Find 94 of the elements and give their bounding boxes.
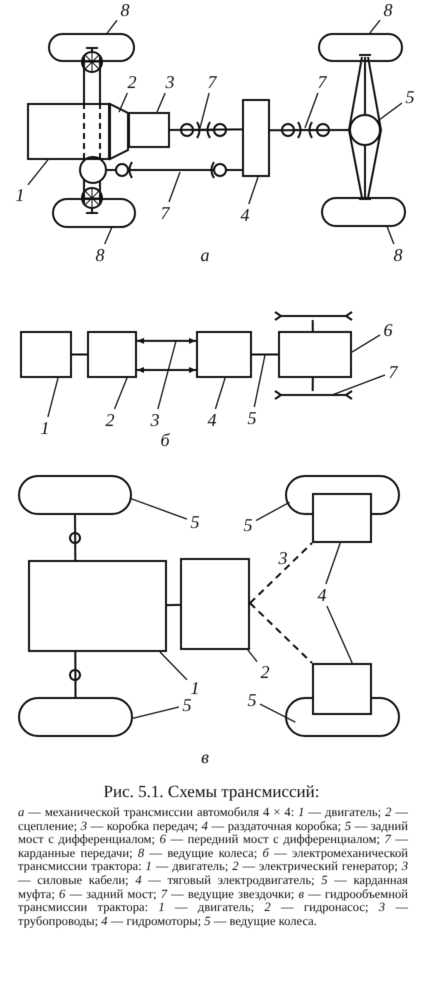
leader-line [106, 20, 118, 34]
callout-number: 7 [314, 72, 330, 92]
callout-number: 8 [117, 0, 133, 20]
connector-line [166, 604, 180, 606]
callout-number: 3 [278, 548, 288, 568]
double-arrow [137, 367, 196, 373]
connector-line [170, 128, 242, 131]
unit-box [20, 331, 72, 378]
sprocket-bar [275, 391, 352, 399]
leader-line [369, 20, 381, 34]
callout-number: 7 [385, 362, 401, 382]
connector-line [72, 354, 87, 356]
callout-number: 5 [187, 512, 203, 532]
differential-circle [349, 114, 381, 146]
unit-box [28, 560, 167, 652]
leader-line [168, 172, 181, 202]
leader-line [248, 176, 259, 204]
callout-number: 1 [37, 418, 53, 438]
wheel-outline [321, 197, 406, 227]
leader-line [129, 498, 188, 520]
unit-box [278, 331, 352, 378]
wheel-outline [48, 33, 135, 62]
leader-line [352, 334, 380, 353]
callout-number: 4 [204, 410, 220, 430]
leader-line [247, 650, 258, 662]
callout-number: 4 [314, 585, 330, 605]
callout-number: 5 [179, 695, 195, 715]
callout-number: 2 [102, 410, 118, 430]
leader-line [326, 606, 353, 664]
sprocket-bar [275, 312, 352, 320]
callout-number: 5 [244, 690, 260, 710]
leader-line [160, 652, 188, 680]
connector-line [249, 602, 313, 664]
leader-line [118, 92, 128, 112]
leader-line [199, 92, 210, 128]
wheel-outline [52, 198, 136, 228]
double-arrow [137, 338, 196, 344]
callout-number: 1 [12, 185, 28, 205]
figure-title: Рис. 5.1. Схемы трансмиссий: [102, 782, 320, 802]
leader-line [325, 542, 341, 584]
panel-letter: в [200, 747, 210, 767]
wheel-outline [318, 33, 403, 62]
leader-line [47, 378, 59, 418]
connector-line [270, 129, 349, 132]
callout-number: 8 [92, 245, 108, 265]
connector-line [312, 320, 314, 331]
unit-box [128, 112, 170, 148]
leader-line [157, 340, 177, 410]
connector-line [249, 542, 313, 604]
callout-number: 8 [390, 245, 406, 265]
leader-line [156, 92, 166, 112]
callout-number: 7 [204, 72, 220, 92]
callout-number: 1 [187, 678, 203, 698]
leader-line [377, 102, 402, 122]
leader-line [332, 374, 386, 396]
wheel-outline [285, 697, 400, 737]
leader-line [104, 228, 112, 244]
connector-line [252, 354, 278, 356]
callout-number: 3 [162, 72, 178, 92]
panel-letter: а [200, 245, 210, 265]
unit-box [196, 331, 252, 378]
callout-number: 8 [380, 0, 396, 20]
unit-box [180, 558, 250, 650]
leader-line [304, 92, 319, 128]
unit-box [242, 99, 270, 177]
callout-number: 2 [124, 72, 140, 92]
figure-caption: а — механической трансмиссии автомобиля 4 × 4: 1 — двигатель; 2 — сцепление; 3 — коробка передач; 4 — раздаточная коробка; 5 — задний мост с дифференциалом; 6 — передний мост с дифференциалом; 7 — карданные передачи; 8 — ведущие колеса; б — электромеханической трансмиссии трактора: 1 — двигатель; 2 — электрический генератор; 3 — силовые кабели; 4 — тяговый электродвигатель; 5 — карданная муфта; 6 — задний мост; 7 — ведущие звездочки; в — гидрообъемной трансмиссии трактора: 1 — двигатель; 2 — гидронасос; 3 — трубопроводы; 4 — гидромоторы; 5 — ведущие колеса. [18, 806, 408, 928]
callout-number: 5 [402, 87, 418, 107]
callout-number: 5 [244, 408, 260, 428]
leader-line [256, 502, 290, 522]
unit-box [87, 331, 137, 378]
callout-number: 5 [240, 515, 256, 535]
leader-line [260, 704, 296, 723]
callout-number: 6 [380, 320, 396, 340]
connector-line [74, 652, 76, 697]
callout-number: 4 [237, 205, 253, 225]
leader-line [214, 378, 226, 410]
leader-line [28, 160, 48, 186]
unit-box [27, 103, 110, 160]
clutch-housing [110, 103, 128, 160]
unit-box [312, 493, 372, 543]
wheel-outline [18, 697, 133, 737]
wheel-outline [18, 475, 132, 515]
callout-number: 3 [147, 410, 163, 430]
callout-number: 2 [257, 662, 273, 682]
connector-line [74, 515, 76, 560]
leader-line [114, 378, 128, 410]
unit-box [312, 663, 372, 715]
connector-line [312, 378, 314, 391]
leader-line [386, 226, 394, 244]
leader-line [254, 354, 266, 408]
callout-number: 7 [157, 203, 173, 223]
panel-letter: б [159, 430, 171, 450]
leader-line [132, 706, 180, 719]
